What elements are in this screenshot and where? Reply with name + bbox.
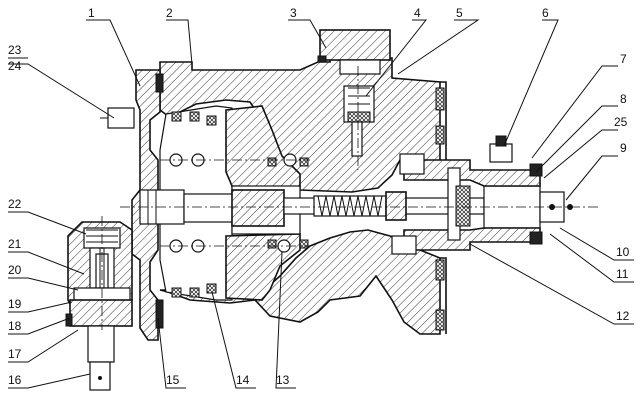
callout-24: 24: [8, 59, 22, 73]
callout-18: 18: [8, 319, 22, 333]
outlet-flange: [391, 153, 425, 255]
callout-15: 15: [166, 373, 180, 387]
callout-19: 19: [8, 297, 22, 311]
callout-16: 16: [8, 373, 22, 387]
bearing-housing: [403, 135, 543, 251]
callout-5: 5: [456, 6, 463, 20]
side-plug: [100, 107, 135, 129]
callout-3: 3: [290, 6, 297, 20]
callout-9: 9: [620, 141, 627, 155]
leader-lines: [8, 19, 634, 389]
callout-7: 7: [620, 52, 627, 66]
callout-23: 23: [8, 43, 22, 57]
callout-2: 2: [166, 6, 173, 20]
callout-17: 17: [8, 347, 22, 361]
callout-21: 21: [8, 237, 22, 251]
centerlines: [101, 66, 600, 330]
callout-25: 25: [614, 115, 628, 129]
callout-1: 1: [88, 6, 95, 20]
top-plug: [317, 29, 391, 157]
callout-12: 12: [616, 309, 630, 323]
valve-assembly: [65, 221, 133, 391]
callout-14: 14: [236, 373, 250, 387]
callout-20: 20: [8, 263, 22, 277]
callout-6: 6: [542, 6, 549, 20]
callout-10: 10: [616, 245, 630, 259]
callout-22: 22: [8, 197, 22, 211]
callout-labels: 1 2 3 4 5 6 7 8 25 9 10 11 12 13 14 15 1…: [8, 6, 630, 387]
callout-8: 8: [620, 92, 627, 106]
callout-13: 13: [276, 373, 290, 387]
callout-4: 4: [414, 6, 421, 20]
callout-11: 11: [616, 267, 629, 281]
spring: [313, 191, 407, 221]
